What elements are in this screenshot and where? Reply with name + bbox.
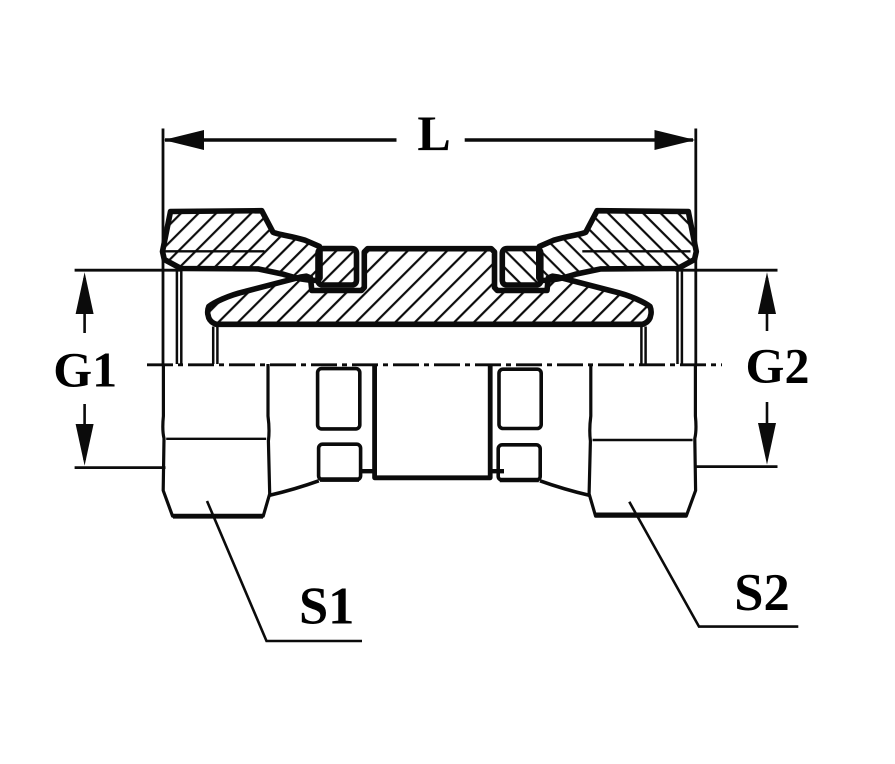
label-hex-right: S2	[734, 564, 789, 622]
retaining-lip	[315, 245, 360, 288]
arrowhead-up	[758, 272, 776, 314]
arrowhead-right	[654, 130, 696, 150]
dim-G1	[74, 268, 182, 470]
left-nut-exterior	[161, 364, 272, 519]
label-hex-left: S1	[299, 578, 354, 636]
arrowhead-left	[163, 130, 204, 150]
arrowhead-down	[758, 423, 776, 465]
body-hex-facet	[316, 442, 363, 482]
label-length: L	[417, 105, 450, 161]
body-hex-facet	[315, 366, 362, 431]
labels: L G1 G2 S1 S2	[53, 105, 809, 636]
body-taper-left	[269, 479, 320, 498]
label-thread-right: G2	[746, 338, 810, 394]
nut-silhouette	[161, 364, 272, 518]
body-exterior	[269, 364, 590, 498]
right-nut-section	[499, 207, 700, 288]
left-nut-section	[159, 207, 360, 288]
label-thread-left: G1	[53, 342, 117, 398]
retaining-lip	[499, 245, 544, 288]
nut-outline	[536, 207, 700, 284]
nut-outline	[159, 207, 323, 284]
body-hex-facet	[497, 367, 544, 431]
leader-S2	[628, 501, 799, 628]
arrowhead-down	[75, 424, 94, 466]
body-taper-right	[539, 479, 590, 498]
dim-L	[161, 128, 698, 364]
leader-S1	[205, 500, 362, 643]
dim-G2	[675, 268, 778, 469]
leader-line	[628, 501, 799, 628]
leader-line	[205, 500, 362, 643]
body-hex-center	[372, 364, 493, 481]
bore-lines	[175, 269, 684, 364]
arrowhead-up	[75, 272, 94, 314]
right-nut-exterior	[587, 364, 698, 518]
body-hex-facet	[496, 442, 543, 482]
